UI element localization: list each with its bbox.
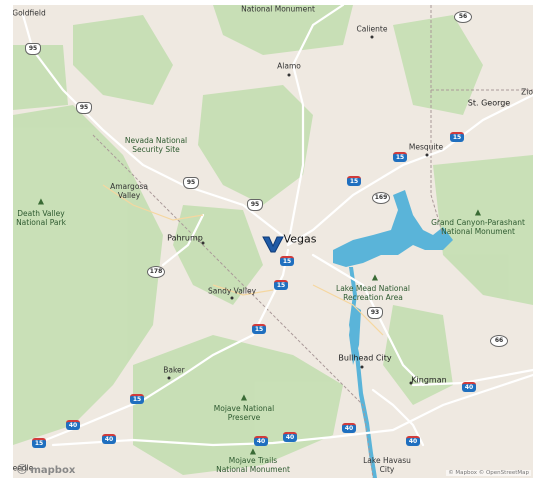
- tree-icon: ▲: [249, 446, 257, 456]
- city-dot-bullhead: [360, 365, 364, 369]
- map-base[interactable]: [13, 5, 533, 478]
- label-st-george: St. George: [467, 98, 511, 108]
- label-baker: Baker: [163, 365, 185, 375]
- label-kingman: Kingman: [411, 375, 447, 385]
- lake-mead: [333, 190, 453, 267]
- road-us93: [286, 5, 345, 247]
- road-needles: [371, 388, 425, 447]
- label-pahrump: Pahrump: [167, 233, 203, 243]
- road-pahrump: [161, 213, 205, 267]
- state-border-nv-ca: [92, 134, 374, 478]
- city-dot-mesquite: [425, 153, 429, 157]
- city-dot-sandy-valley: [230, 296, 234, 300]
- road-us95: [21, 13, 290, 242]
- label-caliente: Caliente: [356, 24, 388, 34]
- label-grand-canyon: Grand Canyon-Parashant National Monument: [431, 218, 525, 236]
- city-dot-caliente: [370, 35, 374, 39]
- label-lake-havasu: Lake Havasu City: [363, 456, 411, 474]
- route-shield-i40: 40: [102, 434, 116, 444]
- route-shield-i15: 15: [450, 132, 464, 142]
- label-mojave-trails: Mojave Trails National Monument: [216, 456, 290, 474]
- route-shield-i15: 15: [393, 152, 407, 162]
- label-goldfield: Goldfield: [13, 8, 46, 18]
- city-dot-kingman: [409, 381, 413, 385]
- route-shield-i15: 15: [347, 176, 361, 186]
- road-i15-north: [286, 93, 533, 247]
- route-shield-us95: 95: [183, 177, 199, 189]
- label-nnss: Nevada National Security Site: [124, 136, 188, 154]
- mapbox-logo-text: mapbox: [30, 465, 76, 476]
- route-shield-i40: 40: [283, 432, 297, 442]
- road-i40: [51, 373, 533, 447]
- route-shield-us93: 93: [367, 307, 383, 319]
- label-sandy-valley: Sandy Valley: [207, 286, 257, 296]
- label-death-valley: Death Valley National Park: [16, 209, 66, 227]
- route-shield-i15: 15: [32, 438, 46, 448]
- route-shield-i40: 40: [342, 423, 356, 433]
- label-national-monument-top: National Monument: [241, 5, 315, 14]
- city-dot-pahrump: [201, 241, 205, 245]
- route-shield-i40: 40: [462, 382, 476, 392]
- road-minor-1: [102, 184, 204, 221]
- map-canvas[interactable]: Goldfield National Monument Caliente Ala…: [13, 5, 533, 478]
- label-lake-mead: Lake Mead National Recreation Area: [336, 284, 410, 302]
- label-mesquite: Mesquite: [408, 142, 444, 152]
- route-shield-i15: 15: [252, 324, 266, 334]
- label-amargosa: Amargosa Valley: [110, 182, 148, 200]
- route-shield-us95: 95: [25, 43, 41, 55]
- map-attribution[interactable]: © Mapbox © OpenStreetMap: [446, 470, 531, 476]
- route-shield-us95: 95: [76, 102, 92, 114]
- mapbox-logo[interactable]: ⓘ mapbox: [17, 465, 76, 476]
- tree-icon: ▲: [37, 196, 45, 206]
- road-us93-south: [311, 253, 425, 387]
- park-area-desert-nw: [73, 15, 173, 105]
- park-area-east-mtns: [393, 15, 483, 115]
- route-shield-nv169: 169: [372, 192, 390, 204]
- route-shield-i40: 40: [66, 420, 80, 430]
- route-shield-i15: 15: [280, 256, 294, 266]
- tree-icon: ▲: [240, 392, 248, 402]
- lake-mohave: [349, 305, 361, 365]
- route-shield-i40: 40: [254, 436, 268, 446]
- label-vegas: Vegas: [283, 232, 317, 246]
- park-area-nnss: [198, 85, 313, 205]
- city-dot-alamo: [287, 73, 291, 77]
- state-border-nv-az: [430, 5, 444, 236]
- tree-icon: ▲: [474, 207, 482, 217]
- location-pin-icon[interactable]: [262, 233, 284, 257]
- route-shield-i15: 15: [130, 394, 144, 404]
- park-area-parashant: [433, 155, 533, 305]
- city-dot-baker: [167, 376, 171, 380]
- route-shield-i15: 15: [274, 280, 288, 290]
- park-area-north: [213, 5, 353, 55]
- park-area-death-valley: [13, 105, 163, 445]
- route-shield-nv178: 178: [147, 266, 165, 278]
- label-bullhead: Bullhead City: [338, 353, 392, 363]
- label-needles: eedle: [13, 463, 34, 473]
- route-shield-66: 66: [490, 335, 508, 347]
- label-zion: Zio: [521, 87, 533, 97]
- label-mojave-preserve: Mojave National Preserve: [213, 404, 275, 422]
- park-area-nw-strip: [13, 45, 68, 110]
- road-minor-3: [312, 284, 384, 336]
- tree-icon: ▲: [371, 272, 379, 282]
- route-shield-us95: 95: [247, 199, 263, 211]
- route-shield-nv56: 56: [454, 11, 472, 23]
- road-minor-2: [212, 284, 274, 296]
- route-shield-i40: 40: [406, 436, 420, 446]
- label-alamo: Alamo: [277, 61, 301, 71]
- park-area-kingman: [383, 305, 453, 405]
